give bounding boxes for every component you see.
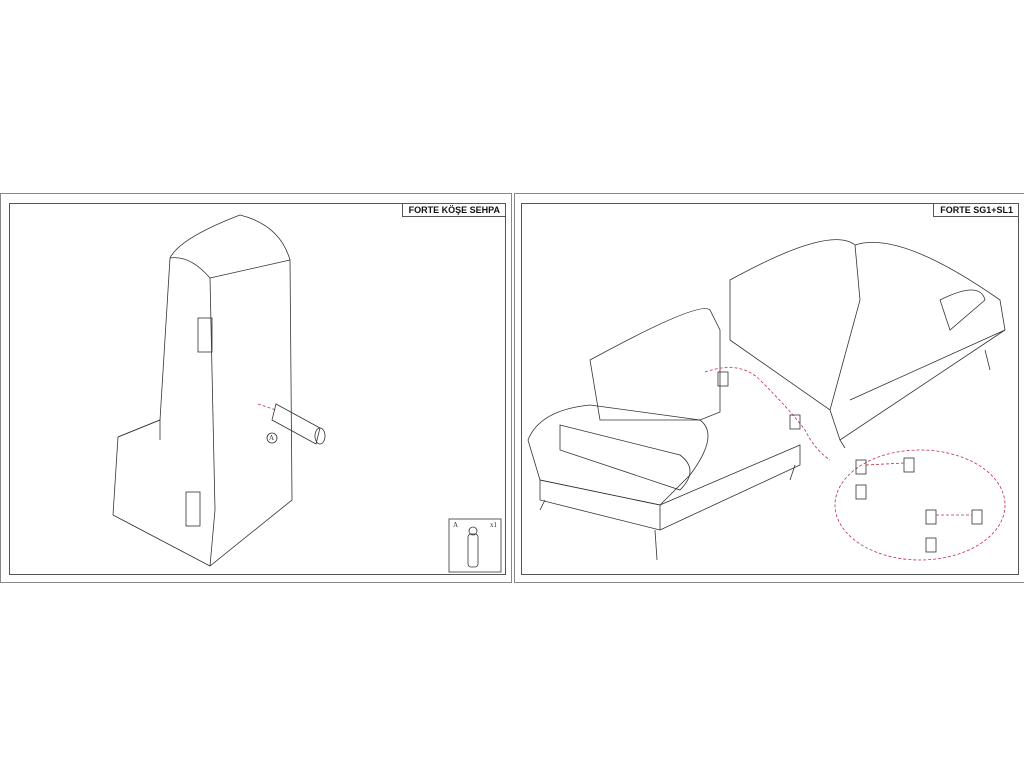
- part-quantity: x1: [490, 521, 497, 529]
- callout-a-label: A: [269, 434, 275, 442]
- sofa-sg1-drawing: [729, 239, 1006, 449]
- leg-insert-drawing: [257, 403, 326, 445]
- parts-box: [448, 518, 502, 573]
- connector-annotations: [704, 367, 1006, 561]
- part-a-label: A: [453, 521, 459, 529]
- panel-right-frame: FORTE SG1+SL1: [521, 203, 1019, 575]
- corner-table-drawing: [112, 214, 293, 567]
- panel-left: FORTE KÖŞE SEHPA: [0, 193, 512, 583]
- panel-left-title: FORTE KÖŞE SEHPA: [401, 204, 505, 217]
- callout-a: [266, 432, 278, 444]
- panel-right: FORTE SG1+SL1: [514, 193, 1024, 583]
- sofa-sl1-drawing: [527, 308, 801, 561]
- panel-left-frame: FORTE KÖŞE SEHPA: [9, 203, 506, 575]
- panel-right-title: FORTE SG1+SL1: [933, 204, 1018, 217]
